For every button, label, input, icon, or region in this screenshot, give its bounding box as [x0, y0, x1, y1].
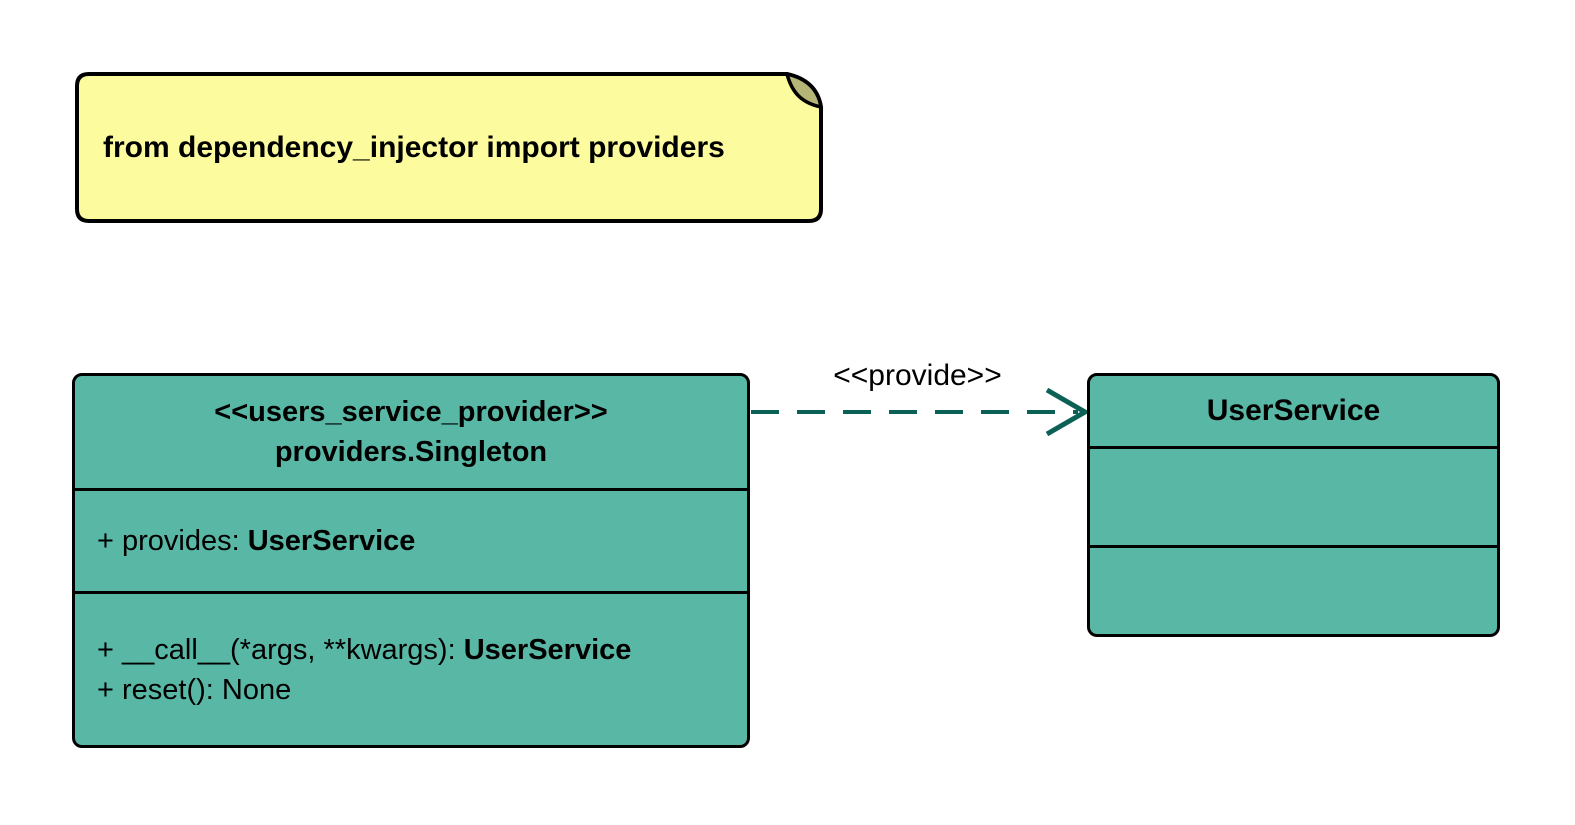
note-shape	[75, 72, 823, 223]
note-text: from dependency_injector import provider…	[103, 130, 725, 164]
service-class-name: UserService	[1206, 394, 1381, 427]
class-user-service: UserService	[1087, 373, 1500, 637]
provide-arrowhead-icon	[1045, 387, 1090, 437]
method-text: + __call__(*args, **kwargs):	[97, 633, 464, 666]
provider-class-name: providers.Singleton	[274, 436, 548, 468]
attribute-text: + provides:	[97, 525, 248, 557]
attribute-type: UserService	[247, 525, 416, 557]
provider-attributes-section: + provides: UserService	[75, 488, 747, 591]
service-class-header: UserService	[1090, 376, 1497, 446]
method-row: + reset(): None	[97, 670, 725, 710]
provider-methods-section: + __call__(*args, **kwargs): UserService…	[75, 591, 747, 745]
method-row: + __call__(*args, **kwargs): UserService	[97, 630, 725, 670]
note-fold-icon	[785, 72, 823, 109]
service-attributes-section	[1090, 446, 1497, 545]
attribute-row: + provides: UserService	[97, 521, 415, 561]
provider-class-header: <<users_service_provider>> providers.Sin…	[75, 376, 747, 488]
method-return-type: UserService	[463, 633, 632, 666]
import-note: from dependency_injector import provider…	[75, 72, 823, 223]
provide-arrow-label: <<provide>>	[833, 359, 1002, 392]
method-text: + reset(): None	[97, 673, 292, 706]
service-methods-section	[1090, 545, 1497, 634]
provider-class-stereotype: <<users_service_provider>>	[214, 396, 608, 428]
class-providers-singleton: <<users_service_provider>> providers.Sin…	[72, 373, 750, 748]
